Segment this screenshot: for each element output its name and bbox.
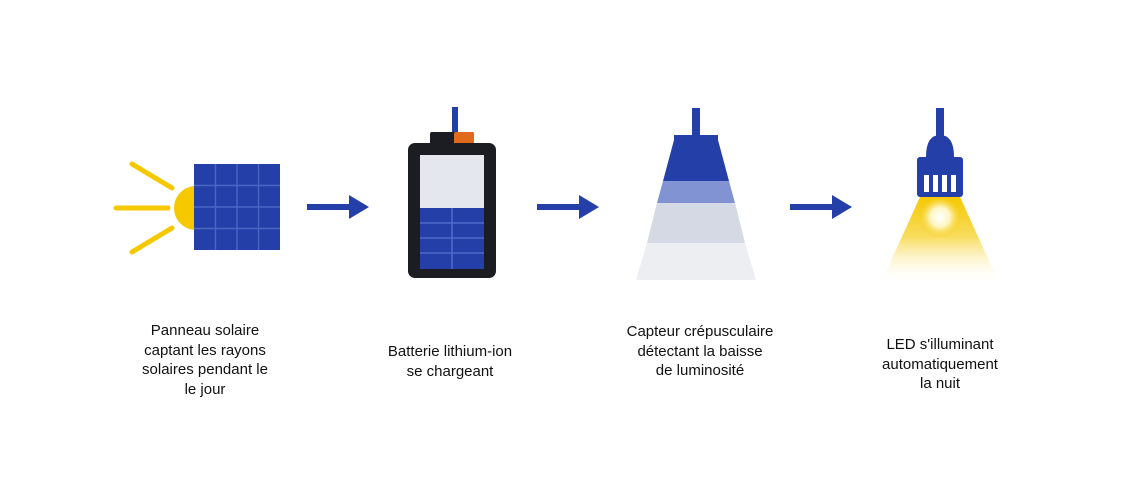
caption-line: captant les rayons [144, 341, 266, 359]
caption-line: solaires pendant le [142, 361, 268, 378]
arrow-right-icon [537, 195, 599, 219]
caption-line: de luminosité [655, 362, 745, 379]
caption-led: LED s'illuminant automatiquement la nuit [855, 335, 1025, 394]
light-sensor-icon [636, 108, 756, 280]
caption-line: le jour [184, 380, 226, 398]
caption-line: la nuit [919, 375, 961, 392]
caption-line: Panneau solaire [150, 322, 260, 339]
arrow-right-icon [790, 195, 852, 219]
caption-line: se chargeant [406, 362, 494, 380]
caption-light-sensor: Capteur crépusculaire détectant la baiss… [600, 322, 800, 381]
caption-line: détectant la baisse [637, 342, 763, 360]
caption-line: Batterie lithium-ion [387, 343, 513, 360]
led-lamp-icon [880, 108, 1000, 285]
caption-line: Capteur crépusculaire [626, 323, 774, 340]
battery-icon [408, 107, 496, 278]
sun-icon [113, 161, 195, 255]
caption-line: LED s'illuminant [886, 336, 994, 353]
solar-panel-icon [113, 161, 280, 255]
caption-battery: Batterie lithium-ion se chargeant [365, 342, 535, 381]
caption-solar-panel: Panneau solaire captant les rayons solai… [120, 321, 290, 399]
arrow-right-icon [307, 195, 369, 219]
caption-line: automatiquement [882, 355, 998, 373]
